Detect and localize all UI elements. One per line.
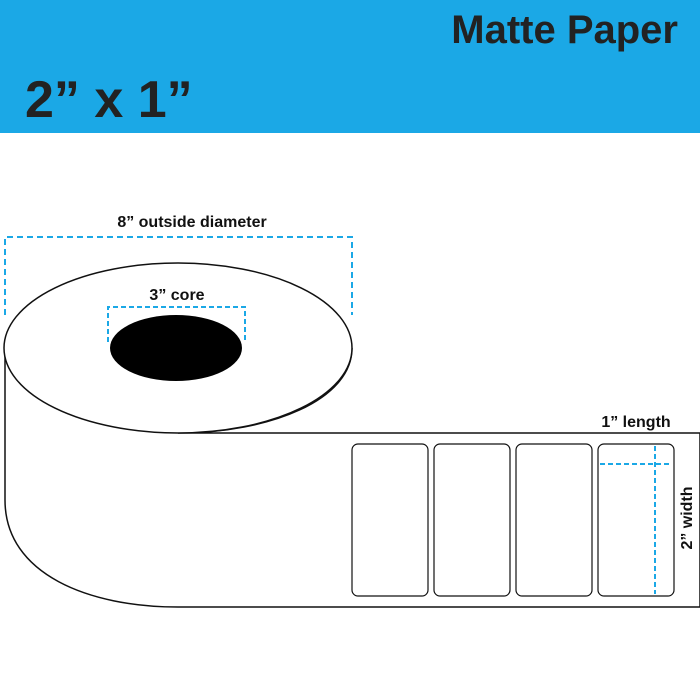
width-label: 2” width bbox=[679, 486, 696, 549]
label-dimension-lines bbox=[600, 446, 672, 594]
label-size-title: 2” x 1” bbox=[25, 71, 193, 129]
label-1 bbox=[351, 443, 429, 597]
label-2 bbox=[433, 443, 511, 597]
outside-diameter-label: 8” outside diameter bbox=[117, 214, 266, 231]
core-dimension bbox=[107, 306, 246, 342]
paper-type-title: Matte Paper bbox=[451, 8, 678, 52]
label-3 bbox=[515, 443, 593, 597]
label-4 bbox=[597, 443, 675, 597]
outside-diameter-dimension bbox=[4, 236, 353, 315]
header-banner bbox=[0, 0, 700, 133]
core-label: 3” core bbox=[149, 287, 204, 304]
length-label: 1” length bbox=[601, 414, 670, 431]
core-hole bbox=[110, 315, 242, 381]
